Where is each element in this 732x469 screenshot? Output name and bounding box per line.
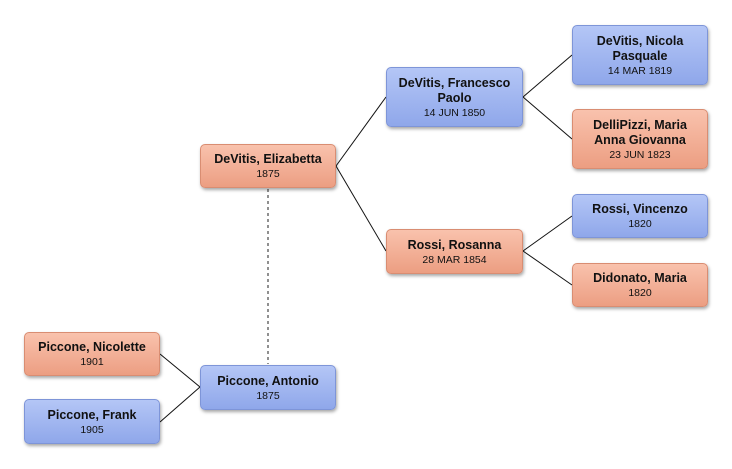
person-name-line1: DeVitis, Francesco: [398, 75, 511, 90]
person-name: Didonato, Maria: [593, 271, 687, 285]
link-francesco-maria-anna: [522, 96, 573, 140]
person-date: 28 MAR 1854: [422, 253, 487, 266]
link-nicolette-antonio: [159, 353, 201, 388]
person-date: 1820: [628, 287, 652, 299]
person-card-didonato[interactable]: Didonato, Maria 1820: [572, 263, 708, 307]
person-name: Piccone, Nicolette: [38, 340, 146, 354]
person-card-frank[interactable]: Piccone, Frank 1905: [24, 399, 160, 444]
person-name-line2: Pasquale: [612, 48, 668, 63]
person-name: Rossi, Vincenzo: [592, 202, 688, 216]
person-date: 14 MAR 1819: [607, 64, 673, 77]
person-card-vincenzo[interactable]: Rossi, Vincenzo 1820: [572, 194, 708, 238]
person-name: DeVitis, Elizabetta: [214, 152, 322, 166]
link-elizabetta-rosanna: [335, 165, 387, 252]
person-date: 14 JUN 1850: [423, 106, 486, 119]
link-rosanna-didonato: [522, 250, 573, 286]
person-card-antonio[interactable]: Piccone, Antonio 1875: [200, 365, 336, 410]
person-card-maria-anna[interactable]: DelliPizzi, Maria Anna Giovanna 23 JUN 1…: [572, 109, 708, 169]
person-name-line1: DelliPizzi, Maria: [593, 117, 687, 132]
link-frank-antonio: [159, 386, 201, 423]
person-name: Rossi, Rosanna: [407, 237, 502, 252]
person-date: 23 JUN 1823: [609, 148, 671, 161]
person-name-line1: DeVitis, Nicola: [596, 33, 684, 48]
person-card-nicolette[interactable]: Piccone, Nicolette 1901: [24, 332, 160, 376]
person-card-nicola[interactable]: DeVitis, Nicola Pasquale 14 MAR 1819: [572, 25, 708, 85]
person-name: Piccone, Antonio: [217, 373, 319, 388]
person-date: 1905: [80, 423, 104, 436]
person-card-rosanna[interactable]: Rossi, Rosanna 28 MAR 1854: [386, 229, 523, 274]
link-rosanna-vincenzo: [522, 215, 573, 252]
person-name-line2: Anna Giovanna: [594, 132, 686, 147]
link-francesco-nicola: [522, 54, 573, 98]
person-date: 1875: [256, 168, 280, 180]
person-card-francesco[interactable]: DeVitis, Francesco Paolo 14 JUN 1850: [386, 67, 523, 127]
link-elizabetta-francesco: [335, 96, 387, 167]
person-name-line2: Paolo: [437, 90, 472, 105]
person-date: 1901: [80, 356, 104, 368]
person-date: 1820: [628, 218, 652, 230]
person-card-elizabetta[interactable]: DeVitis, Elizabetta 1875: [200, 144, 336, 188]
person-date: 1875: [256, 389, 280, 402]
person-name: Piccone, Frank: [47, 407, 137, 422]
